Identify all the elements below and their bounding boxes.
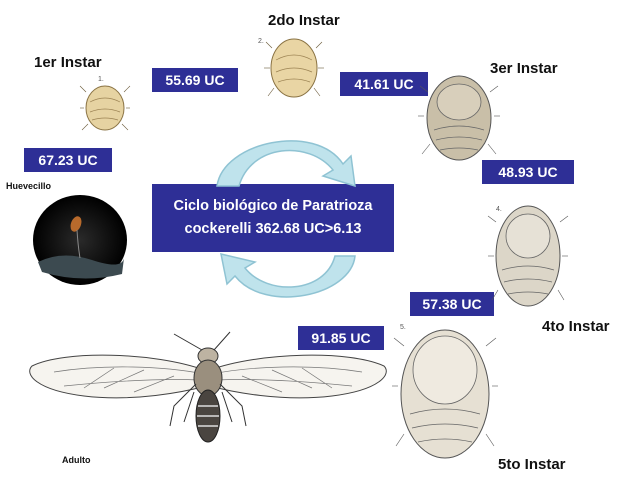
uc-box-1er-instar: 67.23 UC [24,148,112,172]
fifth-instar-nymph-icon [392,322,498,462]
figure-number-4: 4. [496,206,502,213]
figure-number-1: 1. [98,76,104,83]
adult-psyllid-icon [24,330,394,450]
label-5to-instar: 5to Instar [498,456,566,473]
uc-box-3er-instar: 41.61 UC [340,72,428,96]
label-2do-instar: 2do Instar [268,12,340,29]
label-3er-instar: 3er Instar [490,60,558,77]
second-instar-nymph-icon [264,34,324,100]
label-4to-instar: 4to Instar [542,318,610,335]
label-1er-instar: 1er Instar [34,54,102,71]
label-adulto: Adulto [62,455,91,465]
fourth-instar-nymph-icon [488,200,568,310]
first-instar-nymph-icon [80,82,130,134]
third-instar-nymph-icon [418,72,500,164]
figure-number-5: 5. [400,324,406,331]
cycle-title-box: Ciclo biológico de Paratrioza cockerelli… [152,184,394,252]
uc-box-5to-instar: 57.38 UC [410,292,494,316]
label-huevecillo: Huevecillo [6,181,51,191]
cycle-title-line2: cockerelli 362.68 UC>6.13 [152,218,394,241]
cycle-title-line1: Ciclo biológico de Paratrioza [152,195,394,218]
uc-box-2do-instar: 55.69 UC [152,68,238,92]
egg-photo [32,194,128,286]
cycle-arrow-bottom-icon [205,252,375,302]
cycle-arrow-top-icon [205,128,375,188]
figure-number-2: 2. [258,38,264,45]
